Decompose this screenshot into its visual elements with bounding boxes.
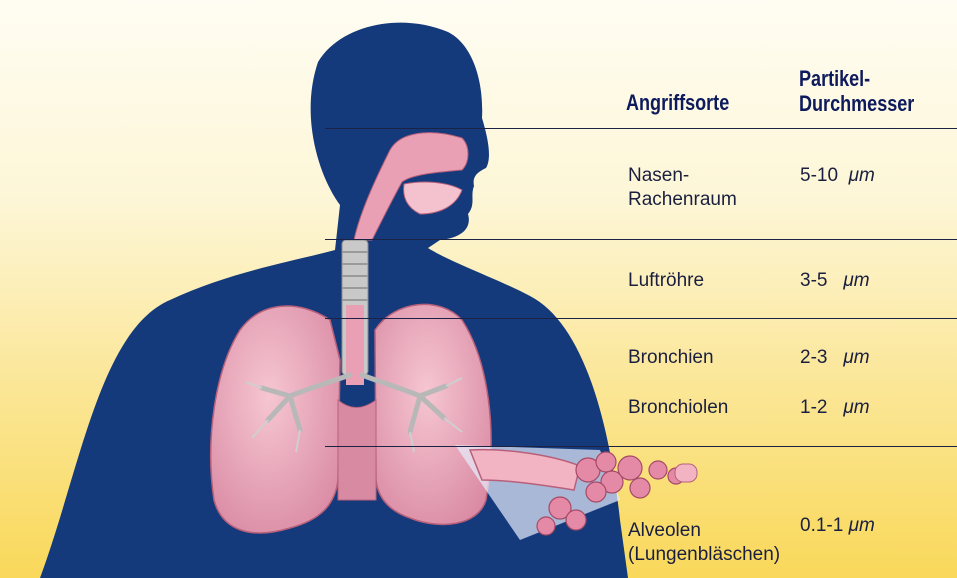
size-value: 0.1-1 bbox=[800, 515, 843, 536]
size-unit: μm bbox=[843, 270, 869, 291]
size-bronchi: 2-3 μm bbox=[800, 346, 870, 369]
header-size-line2: Durchmesser bbox=[799, 91, 914, 116]
site-nasal-line2: Rachenraum bbox=[628, 188, 737, 211]
row-divider-3 bbox=[325, 318, 957, 319]
mediastinum bbox=[338, 400, 376, 500]
size-value: 2-3 bbox=[800, 347, 827, 368]
site-nasal-line1: Nasen- bbox=[628, 164, 689, 187]
size-value: 5-10 bbox=[800, 165, 838, 186]
size-value: 1-2 bbox=[800, 397, 827, 418]
site-alveoli-line2: (Lungenbläschen) bbox=[628, 543, 780, 566]
header-size-line1: Partikel- bbox=[799, 66, 870, 91]
header-site: Angriffsorte bbox=[626, 90, 729, 115]
row-divider-2 bbox=[325, 239, 957, 240]
size-unit: μm bbox=[843, 347, 869, 368]
size-nasal: 5-10 μm bbox=[800, 164, 875, 187]
size-unit: μm bbox=[849, 165, 875, 186]
alveolar-duct bbox=[675, 464, 697, 482]
row-divider-4 bbox=[325, 446, 957, 447]
size-unit: μm bbox=[849, 515, 875, 536]
row-divider-1 bbox=[325, 128, 957, 129]
size-bronchioles: 1-2 μm bbox=[800, 396, 870, 419]
size-alveoli: 0.1-1 μm bbox=[800, 514, 875, 537]
size-value: 3-5 bbox=[800, 270, 827, 291]
site-trachea: Luftröhre bbox=[628, 269, 704, 292]
size-unit: μm bbox=[843, 397, 869, 418]
size-trachea: 3-5 μm bbox=[800, 269, 870, 292]
site-bronchioles: Bronchiolen bbox=[628, 396, 728, 419]
site-alveoli-line1: Alveolen bbox=[628, 519, 701, 542]
site-bronchi: Bronchien bbox=[628, 346, 714, 369]
